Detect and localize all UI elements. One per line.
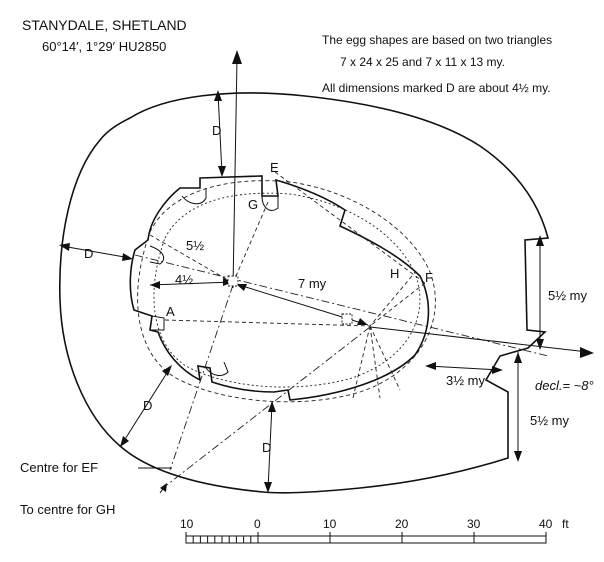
- scale-label-0: 10: [180, 517, 194, 531]
- label-3half: 3½ my: [446, 373, 486, 388]
- label-point-e: E: [270, 160, 279, 175]
- site-title: STANYDALE, SHETLAND: [22, 17, 187, 33]
- dim-3half-line: [427, 365, 501, 371]
- centre-square-1: [227, 275, 239, 287]
- dim-d-left-line: [61, 245, 131, 259]
- label-point-a: A: [166, 304, 175, 319]
- inner-house-wall: [129, 175, 430, 401]
- scale-label-4: 30: [467, 517, 481, 531]
- label-centre-gh: To centre for GH: [20, 502, 115, 517]
- arrow-4half-left: [150, 281, 160, 289]
- label-declination: decl.= ~8°: [535, 378, 594, 393]
- dim-d-left-arrow-l: [59, 243, 70, 251]
- label-d-lower-left: D: [143, 398, 152, 413]
- recess-top-g: [261, 195, 279, 211]
- dim-d-lower-left-arrow-b: [120, 436, 129, 447]
- recess-left: [149, 245, 165, 265]
- dim-d-bottom-arrow-b: [264, 482, 272, 493]
- site-coords: 60°14′, 1°29′ HU2850: [42, 39, 166, 54]
- note-line-3: All dimensions marked D are about 4½ my.: [322, 81, 551, 95]
- note-line-2: 7 x 24 x 25 and 7 x 11 x 13 my.: [340, 55, 505, 69]
- declination-line: [369, 326, 589, 353]
- scale-label-1: 0: [254, 517, 261, 531]
- label-radius-5half: 5½: [186, 238, 204, 253]
- dim-5half-lower-arrow-t: [514, 352, 522, 363]
- line-centre-to-ef: [169, 284, 234, 471]
- fitted-egg-outer: [137, 180, 436, 403]
- line-centre-down2: [352, 325, 371, 399]
- line-radius-4half: [149, 281, 234, 286]
- dim-3half-arrow-l: [425, 362, 436, 370]
- label-radius-4half: 4½: [175, 272, 193, 287]
- recess-a: [151, 315, 165, 331]
- dim-5half-upper-arrow-b: [536, 339, 544, 350]
- north-arrow-head: [232, 50, 242, 64]
- dim-d-top-line: [217, 92, 223, 175]
- label-d-top: D: [212, 123, 221, 138]
- label-5half-lower: 5½ my: [530, 413, 570, 428]
- dim-d-top-arrow-up: [214, 90, 222, 101]
- arrow-7my-left: [236, 284, 247, 291]
- outer-wall-outline: [58, 92, 550, 494]
- dim-d-left-arrow-r: [122, 253, 133, 261]
- dim-5half-upper-arrow-t: [536, 235, 544, 246]
- recess-top-left: [181, 188, 207, 205]
- line-centre-down3: [369, 325, 401, 391]
- dim-d-lower-left-arrow-t: [162, 365, 172, 376]
- arrow-7my-right: [357, 318, 368, 325]
- label-7my: 7 my: [298, 276, 327, 291]
- line-centre-to-gh: [162, 326, 371, 489]
- label-5half-upper: 5½ my: [548, 288, 588, 303]
- dim-5half-lower-arrow-b: [514, 451, 522, 462]
- dim-d-bottom-line: [267, 403, 273, 491]
- dim-d-top-arrow-down: [218, 166, 226, 177]
- line-e-to-f: [274, 171, 426, 284]
- line-centre-down1: [369, 325, 381, 399]
- centre-square-2: [341, 313, 353, 325]
- label-d-bottom: D: [262, 440, 271, 455]
- scale-minor-ticks: [192, 536, 252, 543]
- label-centre-ef: Centre for EF: [20, 460, 98, 475]
- line-a-to-h: [164, 319, 371, 327]
- fitted-egg-inner: [153, 192, 421, 388]
- scale-label-2: 10: [323, 517, 337, 531]
- north-axis-line: [232, 57, 238, 289]
- long-axis-line: [134, 254, 549, 357]
- label-point-g: G: [248, 197, 258, 212]
- label-d-left: D: [84, 246, 93, 261]
- arrow-centre-gh: [160, 483, 167, 492]
- scale-bar: 10 0 10 20 30 40 ft: [180, 517, 569, 544]
- dim-d-bottom-arrow-t: [268, 401, 276, 412]
- east-arrow-head: [580, 347, 594, 358]
- scale-unit: ft: [562, 517, 569, 531]
- line-g-to-centre: [232, 201, 269, 284]
- scale-label-5: 40: [539, 517, 553, 531]
- line-h-to-centre: [369, 275, 413, 327]
- scale-label-3: 20: [395, 517, 409, 531]
- dim-3half-arrow-r: [492, 366, 503, 374]
- recess-bottom: [205, 361, 229, 376]
- line-radius-5half: [149, 234, 234, 284]
- label-point-f: F: [425, 270, 433, 285]
- label-point-h: H: [390, 266, 399, 281]
- line-f-to-centre: [369, 282, 426, 327]
- dim-d-lower-left-line: [121, 367, 171, 445]
- note-line-1: The egg shapes are based on two triangle…: [322, 33, 552, 47]
